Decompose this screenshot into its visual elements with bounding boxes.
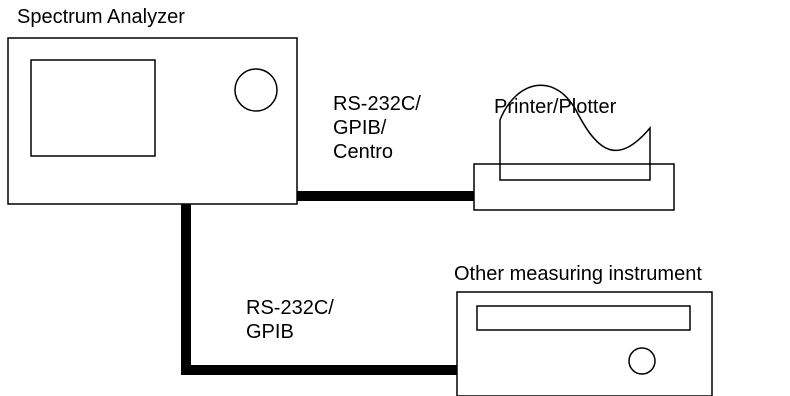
other-instrument-label: Other measuring instrument (454, 263, 702, 285)
instrument-box (456, 291, 713, 396)
spectrum-analyzer-box (7, 37, 298, 205)
instrument-knob (628, 347, 656, 375)
instrument-link-line-2: GPIB (246, 321, 294, 343)
printer-link-line-2: GPIB/ (333, 117, 387, 139)
cable-to-instrument-vertical (181, 204, 191, 375)
instrument-display (476, 305, 691, 331)
printer-link-label: RS-232C/ GPIB/ Centro (333, 92, 421, 164)
analyzer-screen (30, 59, 156, 157)
cable-to-printer (297, 191, 474, 201)
printer-base (473, 163, 675, 211)
cable-to-instrument-horizontal (181, 365, 457, 375)
instrument-link-label: RS-232C/ GPIB (246, 296, 334, 344)
printer-paper (499, 84, 651, 181)
printer-link-line-3: Centro (333, 141, 394, 163)
instrument-link-line-1: RS-232C/ (246, 297, 334, 319)
printer-link-line-1: RS-232C/ (333, 93, 421, 115)
printer-plotter-label: Printer/Plotter (494, 96, 617, 118)
spectrum-analyzer-label: Spectrum Analyzer (17, 6, 185, 28)
analyzer-knob (234, 68, 278, 112)
